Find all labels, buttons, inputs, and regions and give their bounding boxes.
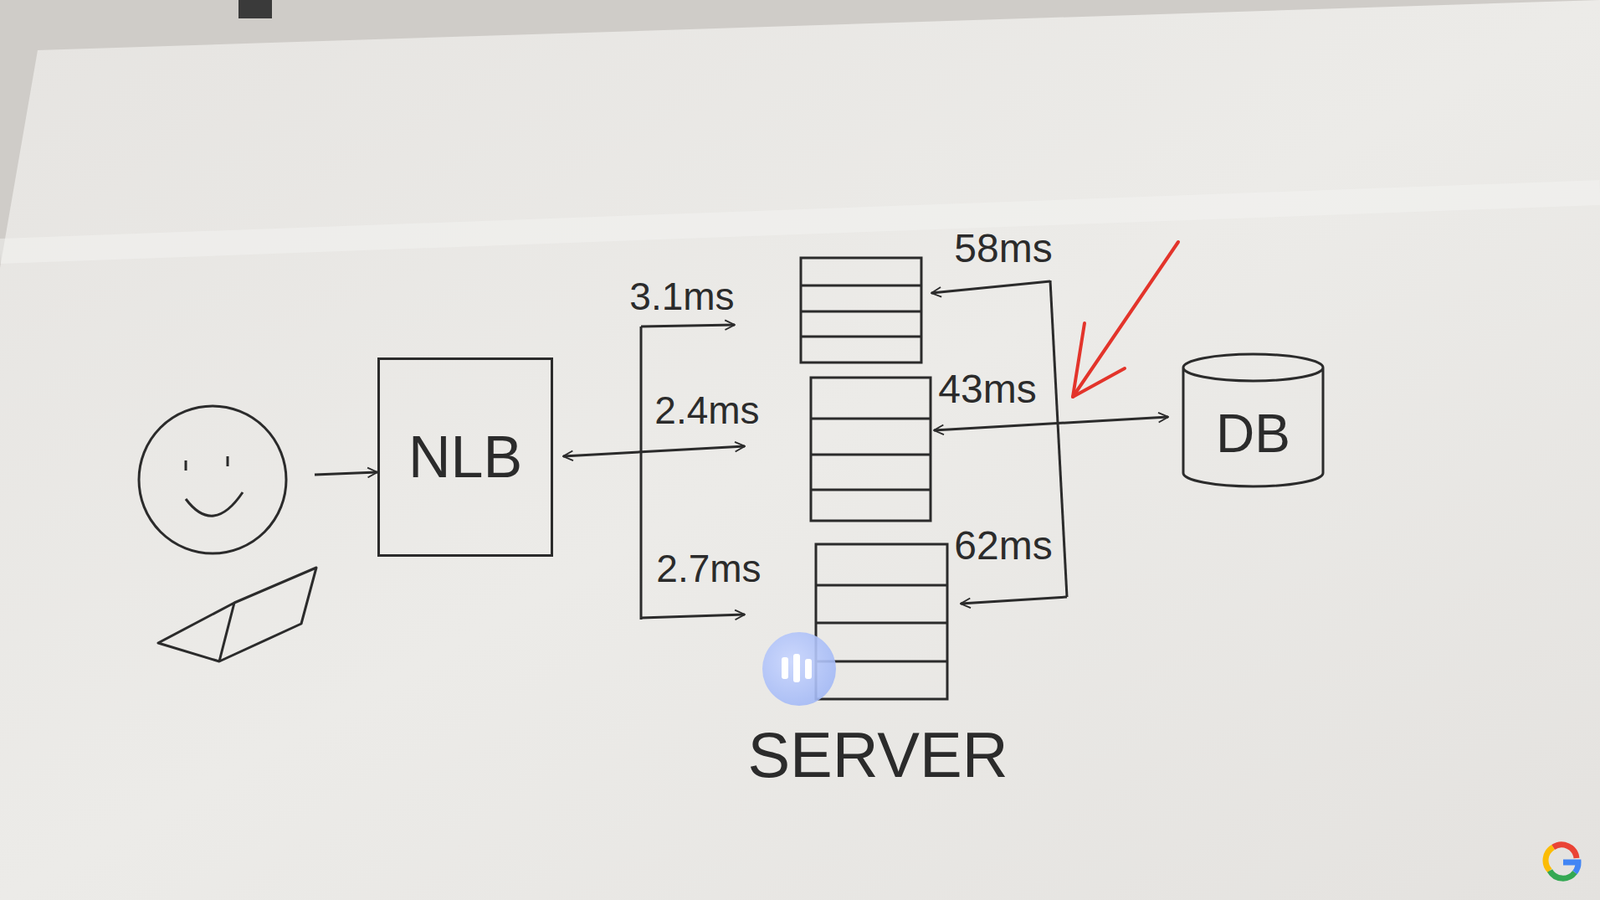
audio-bar bbox=[781, 656, 789, 679]
server-arrow bbox=[960, 596, 1067, 604]
server-slot bbox=[810, 453, 931, 457]
audio-bubble bbox=[762, 631, 836, 706]
server-stack bbox=[800, 257, 948, 699]
server-rack bbox=[810, 377, 931, 521]
server-slot bbox=[815, 660, 948, 663]
audio-bar bbox=[805, 658, 812, 679]
server-arrow bbox=[563, 446, 745, 457]
server-slot bbox=[800, 335, 922, 339]
server-slot bbox=[800, 310, 922, 313]
logo-arc bbox=[1549, 870, 1575, 878]
fanin-line bbox=[1050, 280, 1067, 597]
laptop-sketch bbox=[158, 567, 317, 662]
corner-logo bbox=[1545, 844, 1579, 878]
logo-arc bbox=[1545, 846, 1554, 871]
server-rack bbox=[800, 257, 922, 363]
latency-label: 2.4ms bbox=[654, 389, 759, 432]
server-arrow bbox=[931, 281, 1051, 293]
server-rack bbox=[815, 543, 948, 699]
server-arrow bbox=[641, 324, 735, 327]
red-arrow-shaft bbox=[1072, 241, 1179, 397]
node-text: NLB bbox=[408, 425, 523, 490]
user-arrow bbox=[314, 471, 378, 475]
server-arrow bbox=[641, 614, 745, 618]
red-callout-arrow bbox=[1072, 241, 1179, 397]
latency-label: 58ms bbox=[953, 226, 1052, 272]
latency-label: 2.7ms bbox=[656, 547, 761, 590]
server-slot bbox=[815, 621, 948, 625]
server-label: SERVER bbox=[747, 719, 1008, 790]
light-reflection bbox=[0, 192, 1600, 252]
load-balancer-box: NLB bbox=[377, 357, 554, 557]
latency-label: 62ms bbox=[953, 523, 1052, 569]
smiley-eye bbox=[184, 460, 188, 471]
server-slot bbox=[810, 417, 931, 421]
smiley-face bbox=[138, 405, 287, 554]
fanout-line bbox=[640, 326, 643, 620]
database-cylinder: DB bbox=[1181, 352, 1325, 488]
smiley-eye bbox=[226, 456, 230, 467]
smiley-mouth bbox=[185, 492, 243, 516]
server-slot bbox=[815, 584, 948, 587]
latency-label: 43ms bbox=[938, 367, 1036, 412]
red-arrow-head bbox=[1072, 323, 1125, 397]
cylinder-path bbox=[1183, 353, 1324, 487]
latency-label: 3.1ms bbox=[629, 275, 734, 318]
node-text: DB bbox=[1215, 404, 1291, 463]
wall-object bbox=[238, 0, 272, 19]
logo-arc bbox=[1553, 844, 1577, 858]
audio-bar bbox=[793, 653, 800, 683]
db-arrow bbox=[933, 416, 1169, 431]
server-slot bbox=[810, 488, 931, 492]
logo-arc bbox=[1563, 861, 1579, 872]
server-slot bbox=[800, 284, 922, 288]
